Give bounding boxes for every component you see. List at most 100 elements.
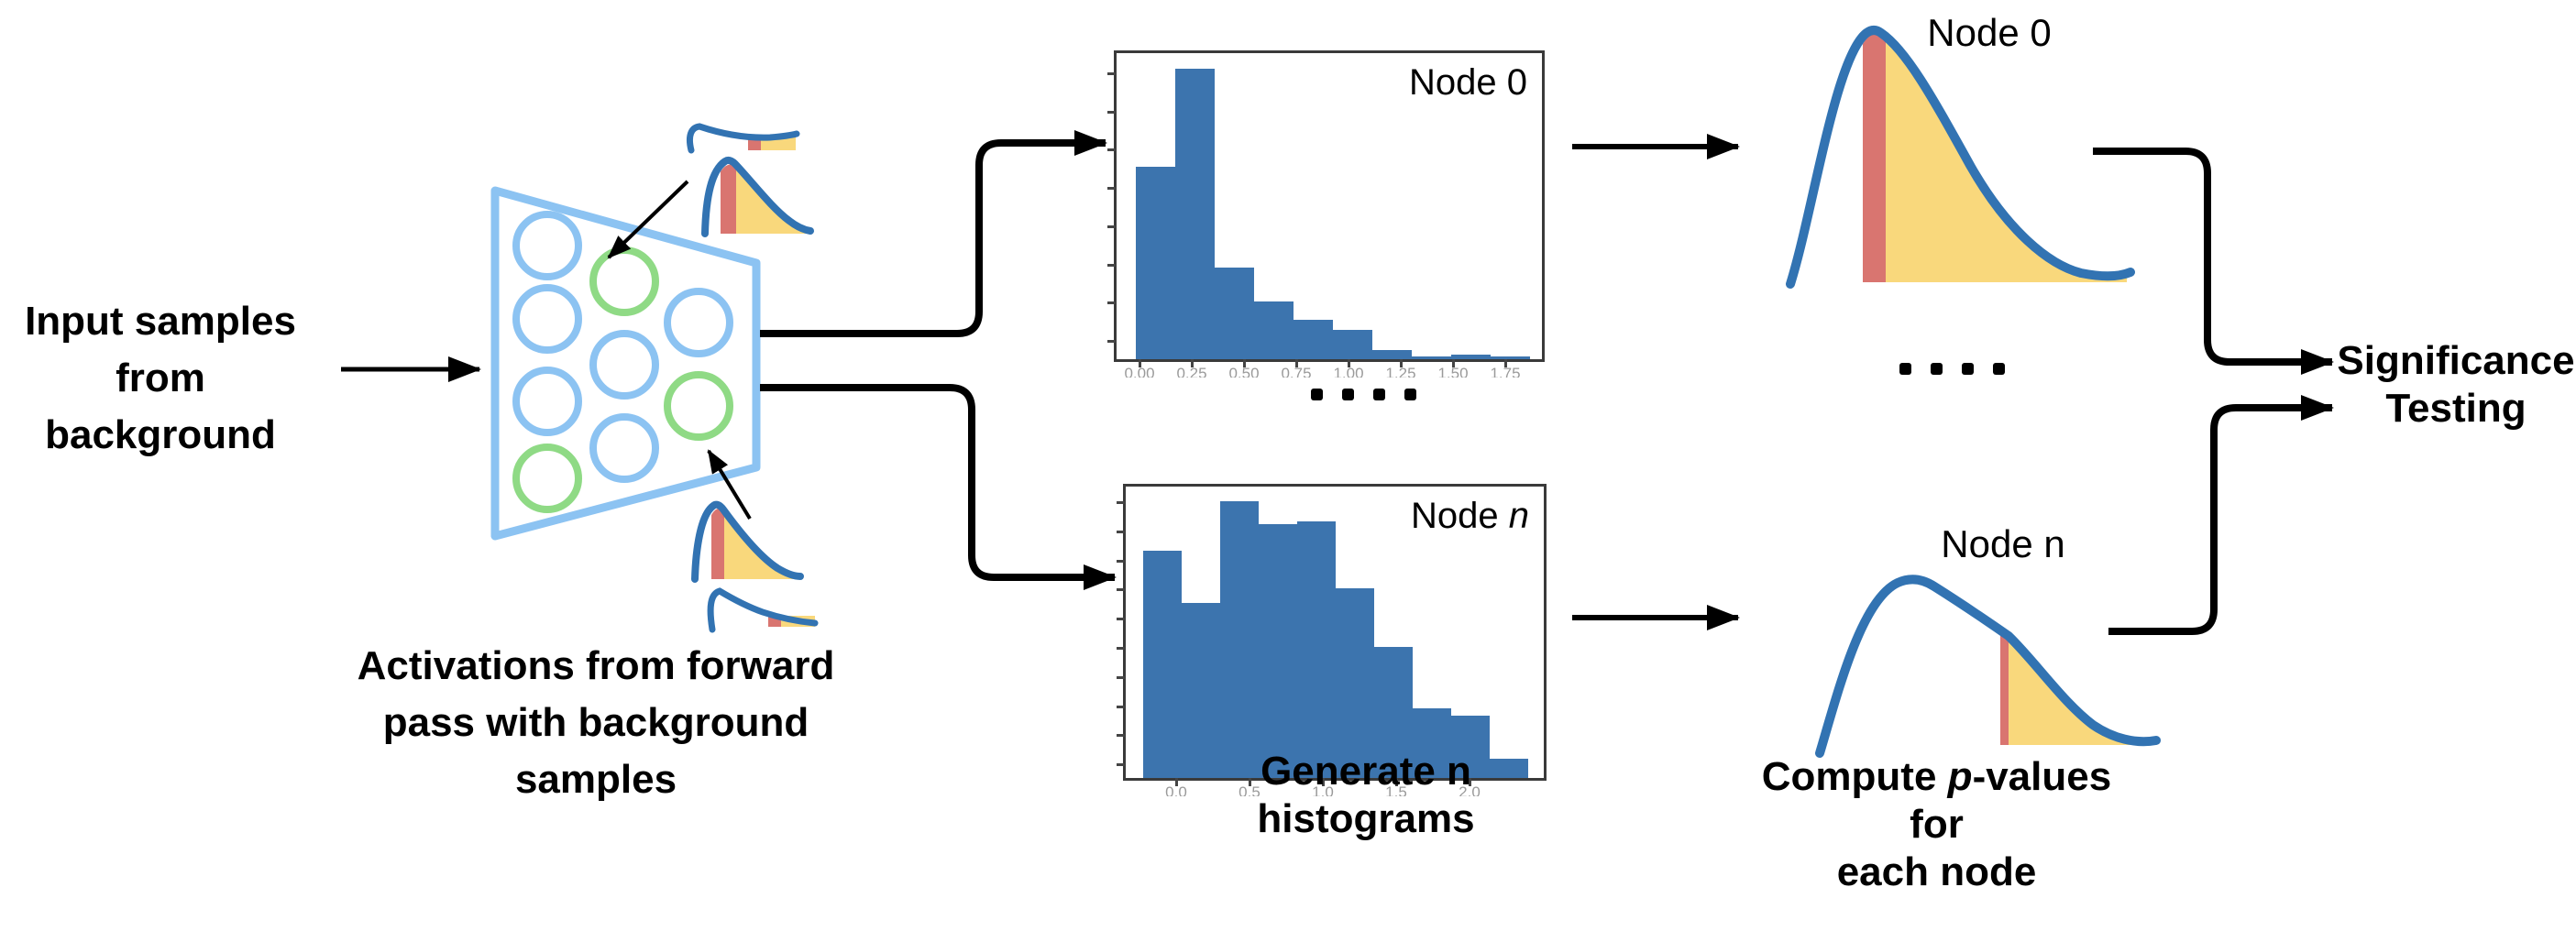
histogram-bar — [1175, 68, 1215, 359]
histogram-bar — [1372, 349, 1412, 359]
pvalue-red-band — [2000, 630, 2009, 745]
annotation-arrow-top — [607, 180, 689, 259]
histogram-bar — [1451, 715, 1490, 778]
generate-histograms-label: Generate n histograms — [1228, 748, 1503, 843]
activations-line: samples — [514, 757, 677, 802]
y-tick — [1117, 705, 1125, 708]
x-tick: 0.0 — [1158, 778, 1194, 796]
x-tick: 0.25 — [1173, 359, 1210, 378]
y-tick — [1117, 734, 1125, 738]
y-tick — [1117, 588, 1125, 592]
neuron-green — [512, 444, 582, 513]
neuron-blue — [512, 211, 582, 280]
pvalue-density-node0 — [1786, 26, 2135, 289]
histogram-bar — [1220, 500, 1259, 778]
x-tick: 0.75 — [1278, 359, 1315, 378]
density-node0-title: Node 0 — [1927, 11, 2052, 54]
activations-line: pass with background — [382, 700, 809, 745]
node-label-value: 0 — [1506, 62, 1527, 103]
dot-icon — [1373, 389, 1385, 400]
histogram-noden-label: Node n — [1411, 496, 1529, 537]
y-tick — [1117, 646, 1125, 650]
x-tick: 0.00 — [1121, 359, 1158, 378]
input-samples-line: from — [116, 356, 205, 400]
y-tick — [1117, 559, 1125, 563]
activation-distribution-icon-top-flat — [686, 123, 800, 154]
significance-line: Testing — [2385, 386, 2526, 431]
density-noden-title: Node n — [1941, 522, 2065, 565]
y-axis-ticks — [1117, 487, 1126, 778]
y-tick — [1117, 530, 1125, 533]
histogram-bar — [1143, 550, 1182, 778]
connector-bottom-left — [760, 384, 1117, 590]
pvalue-red-band — [1863, 33, 1886, 282]
histogram-bar — [1136, 166, 1175, 359]
activation-distribution-icon-bottom-peaked — [691, 500, 804, 583]
activations-line: Activations from forward — [357, 643, 835, 688]
histogram-bar — [1333, 330, 1372, 359]
neuron-blue — [589, 413, 659, 483]
y-tick — [1107, 263, 1116, 267]
x-tick: 1.25 — [1382, 359, 1419, 378]
neuron-blue — [512, 367, 582, 436]
activation-distribution-icon-top-peaked — [701, 157, 814, 237]
histogram-bar — [1182, 603, 1220, 778]
y-tick — [1107, 71, 1116, 75]
activation-distribution-icon-bottom-flat — [707, 587, 819, 633]
dot-icon — [1962, 363, 1974, 375]
y-tick — [1117, 763, 1125, 767]
histogram-bar — [1259, 524, 1297, 778]
compute-pvalues-label: Compute p-values for each node — [1733, 753, 2141, 896]
pvalue-yellow-tail — [2009, 634, 2138, 745]
significance-line: Significance — [2337, 338, 2575, 383]
x-tick: 1.75 — [1487, 359, 1524, 378]
node-label-value: n — [1508, 496, 1529, 536]
bars — [1126, 487, 1544, 778]
compute-line1: Compute p-values for — [1761, 754, 2112, 847]
input-samples-label: Input samples from background — [9, 293, 312, 464]
neuron-green — [664, 371, 733, 441]
x-tick: 2.0 — [1451, 778, 1488, 796]
histogram-bar — [1451, 355, 1491, 359]
y-tick — [1107, 187, 1116, 191]
density-curve — [1815, 575, 2161, 758]
histogram-bar — [1336, 588, 1374, 778]
connector-bottom-right — [2108, 395, 2334, 635]
histogram-bar — [1294, 319, 1333, 359]
histogram-bar — [1254, 301, 1294, 359]
y-tick — [1117, 618, 1125, 621]
generate-line: Generate n — [1260, 749, 1471, 794]
dot-icon — [1342, 389, 1354, 400]
annotation-arrow-bottom — [707, 449, 752, 520]
histogram-bar — [1412, 356, 1451, 359]
histogram-bar — [1374, 646, 1413, 778]
significance-testing-label: Significance Testing — [2336, 337, 2576, 433]
histogram-bar — [1297, 521, 1336, 778]
x-tick: 0.5 — [1231, 778, 1268, 796]
connector-top-right — [2093, 148, 2334, 375]
compute-line2: each node — [1836, 849, 2037, 894]
density-curve — [1786, 26, 2135, 289]
x-tick: 1.00 — [1330, 359, 1367, 378]
y-axis-ticks — [1107, 53, 1117, 359]
neuron-blue — [664, 288, 733, 357]
y-tick — [1107, 148, 1116, 152]
x-tick: 0.50 — [1226, 359, 1262, 378]
neuron-circles — [512, 211, 733, 513]
pvalue-density-noden — [1815, 575, 2161, 758]
neuron-blue — [512, 284, 582, 354]
histogram-bar — [1491, 356, 1530, 359]
dot-icon — [1899, 363, 1911, 375]
activations-label: Activations from forward pass with backg… — [303, 638, 889, 808]
node-label-prefix: Node — [1409, 62, 1507, 103]
y-tick — [1107, 301, 1116, 305]
dot-icon — [1311, 389, 1323, 400]
bars — [1117, 53, 1542, 359]
generate-line: histograms — [1257, 796, 1475, 841]
histogram-bar — [1490, 759, 1528, 778]
